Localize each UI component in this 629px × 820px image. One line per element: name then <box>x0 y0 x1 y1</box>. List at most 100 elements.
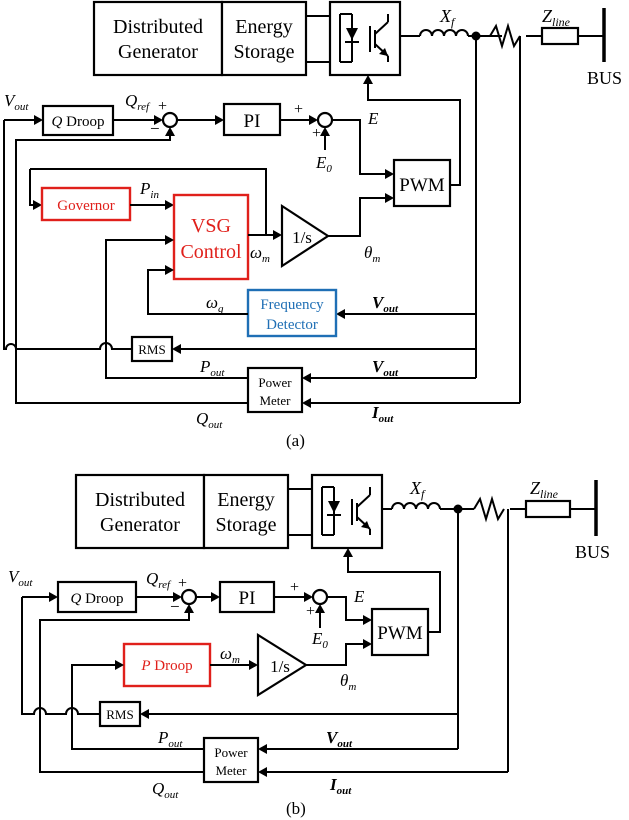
qref-plus-sign-b: + <box>178 575 187 592</box>
omega-m-label-b: ωm <box>220 644 240 666</box>
q-summing-junction-a <box>161 111 179 129</box>
q-droop-label-a: Q Droop <box>52 114 105 130</box>
rms-label-a: RMS <box>138 342 165 357</box>
rms-block-a <box>130 335 174 363</box>
q-droop-label-b: Q Droop <box>71 591 124 607</box>
xf-label-b: Xf <box>409 478 426 501</box>
integrator-block-a <box>280 203 331 269</box>
rms-to-qdroop-wire-b <box>21 597 100 715</box>
e-to-pwm-wire-a <box>332 119 386 175</box>
pout-label-b: Pout <box>157 728 183 750</box>
omega-m-label-a: ωm <box>250 243 270 265</box>
diagram-a: Distributed Generator Energy Storage Xf … <box>3 0 622 450</box>
e-summing-junction-b <box>311 588 329 606</box>
bus-label-b: BUS <box>575 542 610 562</box>
pwm-label-b: PWM <box>377 623 423 644</box>
pwm-label-a: PWM <box>399 175 445 196</box>
p-droop-label-b: P Droop <box>140 658 192 674</box>
power-meter-label-b-line1: Power <box>214 745 248 760</box>
energy-storage-block-b <box>202 473 290 550</box>
pi-plus-sign-b: + <box>290 579 299 596</box>
iout-label-b: Iout <box>329 775 352 797</box>
power-meter-block-a <box>246 366 304 414</box>
pout-to-vsg-wire-a <box>105 239 248 379</box>
distributed-generator-block-a <box>92 0 224 77</box>
qout-minus-sign-a: − <box>150 119 160 138</box>
power-meter-block-b <box>202 736 260 784</box>
theta-m-wire-a <box>328 197 386 237</box>
pout-to-p-droop-wire-b <box>71 664 204 750</box>
rms-label-b: RMS <box>106 707 133 722</box>
pwm-to-inverter-wire-a <box>367 84 461 186</box>
pwm-block-a <box>392 158 452 208</box>
theta-m-label-a: θm <box>364 243 380 265</box>
inverter-switch-icon-a <box>328 0 402 77</box>
line-impedance-block-b <box>524 499 572 519</box>
energy-storage-label-a-line2: Storage <box>233 41 294 63</box>
zline-label-a: Zline <box>542 6 571 29</box>
energy-storage-block-a <box>220 0 308 77</box>
distributed-generator-block-b <box>74 473 206 550</box>
iout-label-a: Iout <box>371 403 394 425</box>
vsg-control-block-a <box>172 193 250 281</box>
governor-block-a <box>40 186 132 222</box>
theta-m-wire-b <box>306 643 364 666</box>
omega-g-label-a: ωg <box>206 293 224 315</box>
vout-input-label-a: Vout <box>4 91 29 113</box>
pout-label-a: Pout <box>199 357 225 379</box>
qref-plus-sign-a: + <box>158 98 167 115</box>
dc-link-wires-b <box>288 488 312 536</box>
filter-inductor-icon-b <box>391 502 441 510</box>
theta-m-label-b: θm <box>340 671 356 693</box>
qout-to-sum-wire-a <box>15 135 248 404</box>
line-impedance-block-a <box>540 26 580 46</box>
omega-g-wire-a <box>147 269 248 315</box>
e0-plus-sign-a: + <box>312 125 321 142</box>
integrator-block-b <box>256 633 309 697</box>
integrator-label-a: 1/s <box>292 228 312 247</box>
pi-block-b <box>218 580 276 614</box>
power-meter-label-a-line2: Meter <box>259 393 291 408</box>
vout-pm-label-a: Vout <box>372 357 399 379</box>
governor-label-a: Governor <box>57 198 114 214</box>
frequency-detector-label-a-line1: Frequency <box>260 297 324 313</box>
filter-inductor-icon-a <box>419 29 469 37</box>
q-droop-block-b <box>56 580 138 614</box>
current-transformer-icon-b <box>473 495 505 523</box>
qout-label-a: Qout <box>196 409 223 431</box>
dc-link-wires-a <box>306 15 330 63</box>
vsg-control-label-a-line1: VSG <box>191 215 231 237</box>
e-to-pwm-wire-b <box>327 596 364 621</box>
e-label-a: E <box>367 109 379 128</box>
diagram-b: Distributed Generator Energy Storage Xf … <box>8 473 610 818</box>
q-summing-junction-b <box>180 588 198 606</box>
power-meter-label-a-line1: Power <box>258 375 292 390</box>
e0-label-a: E0 <box>315 153 332 175</box>
pwm-to-inverter-wire-b <box>347 556 441 633</box>
pwm-block-b <box>370 607 430 657</box>
qout-label-b: Qout <box>152 779 179 801</box>
energy-storage-label-b-line1: Energy <box>217 489 274 511</box>
vsg-control-label-a-line2: Control <box>180 241 242 263</box>
bus-label-a: BUS <box>587 68 622 88</box>
energy-storage-label-a-line1: Energy <box>235 16 292 38</box>
caption-a: (a) <box>286 431 305 450</box>
energy-storage-label-b-line2: Storage <box>215 514 276 536</box>
frequency-detector-label-a-line2: Detector <box>266 317 318 333</box>
qref-label-b: Qref <box>146 569 172 591</box>
pi-label-b: PI <box>239 588 256 609</box>
zline-label-b: Zline <box>530 478 559 501</box>
e-label-b: E <box>353 587 365 606</box>
vout-freq-label-a: Vout <box>372 293 399 315</box>
distributed-generator-label-a-line1: Distributed <box>113 16 203 38</box>
xf-label-a: Xf <box>439 6 456 29</box>
qref-label-a: Qref <box>125 91 151 113</box>
e0-plus-sign-b: + <box>306 603 315 620</box>
qout-to-sum-wire-b <box>39 612 204 773</box>
qout-minus-sign-b: − <box>170 597 180 616</box>
vout-input-label-b: Vout <box>8 567 33 589</box>
integrator-label-b: 1/s <box>270 657 290 676</box>
distributed-generator-label-b-line2: Generator <box>100 514 180 536</box>
pi-label-a: PI <box>244 111 261 132</box>
